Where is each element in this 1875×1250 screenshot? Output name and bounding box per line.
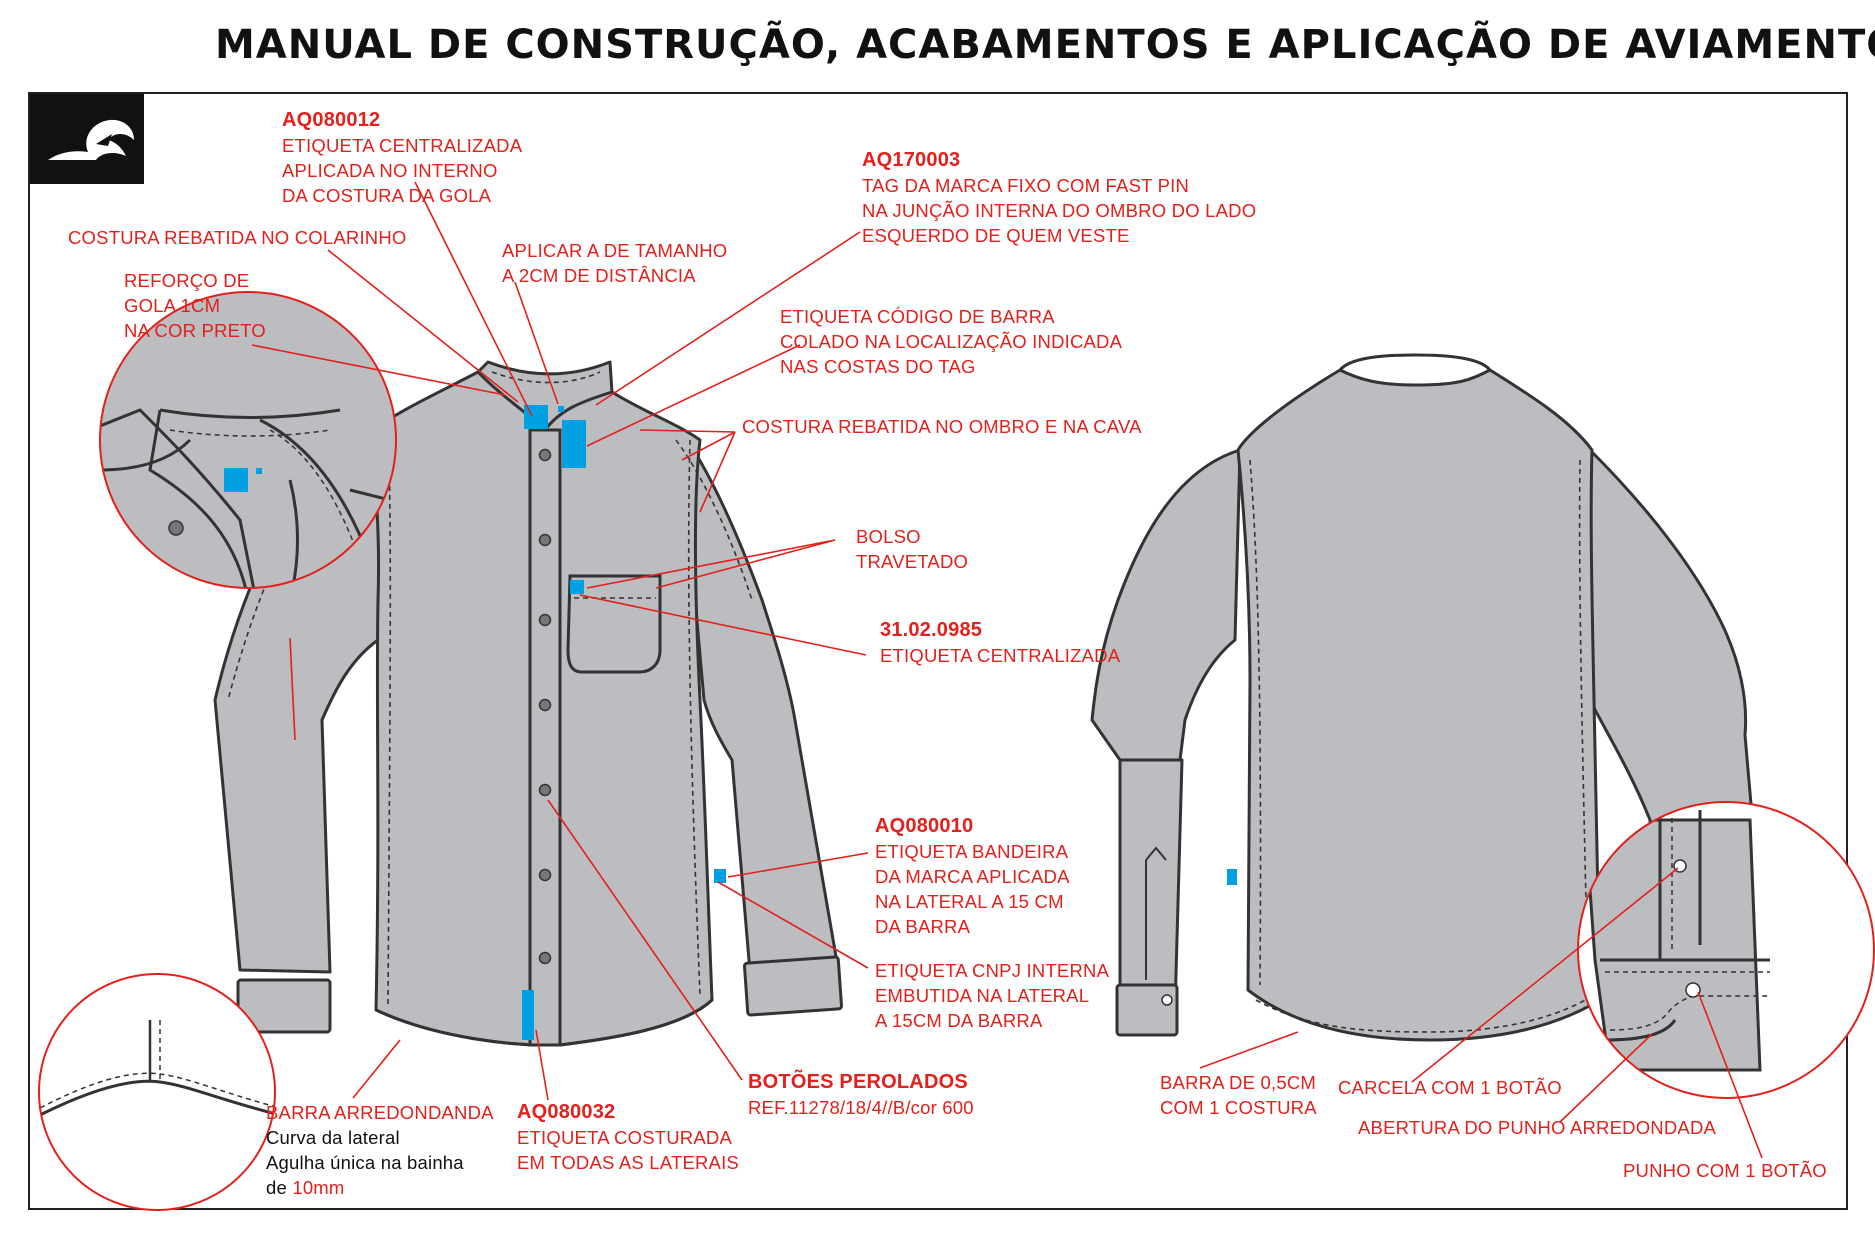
costura-colarinho-annotation: COSTURA REBATIDA NO COLARINHO — [68, 227, 407, 248]
quiksilver-wave-logo-icon — [30, 94, 144, 184]
cnpj-annotation: ETIQUETA CNPJ INTERNA EMBUTIDA NA LATERA… — [875, 958, 1109, 1033]
back-left-sleeve — [1090, 448, 1242, 762]
front-right-sleeve — [678, 428, 840, 974]
barra-arredondada-line-3-value: 10mm — [292, 1177, 345, 1198]
back-left-cuff — [1115, 983, 1179, 1037]
barra-arredondada-annotation: BARRA ARREDONDANDA Curva da lateral Agul… — [266, 1100, 494, 1200]
costura-ombro-annotation: COSTURA REBATIDA NO OMBRO E NA CAVA — [742, 416, 1142, 437]
codigo-barra-line-1: ETIQUETA CÓDIGO DE BARRA — [780, 306, 1055, 327]
c31020985-line-1: ETIQUETA CENTRALIZADA — [880, 645, 1121, 666]
cnpj-line-2: EMBUTIDA NA LATERAL — [875, 985, 1090, 1006]
aq170003-line-2: NA JUNÇÃO INTERNA DO OMBRO DO LADO — [862, 200, 1257, 221]
aq080032-code: AQ080032 — [517, 1101, 616, 1123]
barra-costura-line-2: COM 1 COSTURA — [1160, 1097, 1317, 1118]
aq080032-line-2: EM TODAS AS LATERAIS — [517, 1152, 739, 1173]
label-markers — [522, 405, 1237, 1040]
reforco-gola-annotation: REFORÇO DE GOLA 1CM NA COR PRETO — [124, 268, 266, 343]
bolso-annotation: BOLSO TRAVETADO — [856, 524, 968, 574]
aq170003-code: AQ170003 — [862, 149, 961, 171]
aq080032-annotation: AQ080032 ETIQUETA COSTURADA EM TODAS AS … — [517, 1100, 739, 1175]
aq080010-line-4: DA BARRA — [875, 916, 971, 937]
aplicar-tamanho-annotation: APLICAR A DE TAMANHO A 2CM DE DISTÂNCIA — [502, 238, 727, 288]
c31020985-code: 31.02.0985 — [880, 619, 983, 641]
collar-detail-circle — [99, 291, 397, 589]
aq080010-line-3: NA LATERAL A 15 CM — [875, 891, 1064, 912]
barra-arredondada-line-1: Curva da lateral — [266, 1127, 400, 1148]
aq080010-annotation: AQ080010 ETIQUETA BANDEIRA DA MARCA APLI… — [875, 814, 1070, 939]
front-collar — [476, 360, 614, 432]
aq080010-code: AQ080010 — [875, 815, 974, 837]
front-right-cuff — [743, 955, 843, 1017]
bolso-line-2: TRAVETADO — [856, 551, 969, 572]
barra-arredondada-line-3-prefix: de — [266, 1177, 293, 1198]
aq170003-line-1: TAG DA MARCA FIXO COM FAST PIN — [862, 175, 1190, 196]
aplicar-tamanho-line-2: A 2CM DE DISTÂNCIA — [502, 265, 696, 286]
botoes-line-1: REF.11278/18/4//B/cor 600 — [748, 1097, 974, 1118]
abertura-punho-annotation: ABERTURA DO PUNHO ARREDONDADA — [1358, 1117, 1717, 1138]
punho-annotation: PUNHO COM 1 BOTÃO — [1623, 1160, 1827, 1181]
back-body — [1236, 368, 1602, 1042]
bolso-line-1: BOLSO — [856, 526, 921, 547]
page-title: MANUAL DE CONSTRUÇÃO, ACABAMENTOS E APLI… — [215, 22, 1875, 68]
back-left-lower-sleeve — [1118, 758, 1184, 1012]
cnpj-line-3: A 15CM DA BARRA — [875, 1010, 1043, 1031]
aq080012-line-2: APLICADA NO INTERNO — [282, 160, 498, 181]
aq170003-line-3: ESQUERDO DE QUEM VESTE — [862, 225, 1130, 246]
codigo-barra-line-2: COLADO NA LOCALIZAÇÃO INDICADA — [780, 331, 1123, 352]
drawing-frame — [28, 92, 1848, 1210]
carcela-annotation: CARCELA COM 1 BOTÃO — [1338, 1077, 1562, 1098]
leader-lines — [251, 181, 1763, 1159]
aq080012-annotation: AQ080012 ETIQUETA CENTRALIZADA APLICADA … — [282, 108, 522, 208]
aq080012-code: AQ080012 — [282, 109, 381, 131]
front-pocket — [566, 574, 662, 674]
back-yoke — [1338, 353, 1492, 372]
barra-arredondada-line-2: Agulha única na bainha — [266, 1152, 464, 1173]
cuff-detail-circle — [1577, 801, 1875, 1099]
botoes-annotation: BOTÕES PEROLADOS REF.11278/18/4//B/cor 6… — [748, 1070, 974, 1120]
c31020985-annotation: 31.02.0985 ETIQUETA CENTRALIZADA — [880, 618, 1120, 668]
cnpj-line-1: ETIQUETA CNPJ INTERNA — [875, 960, 1110, 981]
hem-detail-circle — [38, 973, 276, 1211]
botoes-code: BOTÕES PEROLADOS — [748, 1071, 968, 1093]
codigo-barra-line-3: NAS COSTAS DO TAG — [780, 356, 976, 377]
aq080032-line-1: ETIQUETA COSTURADA — [517, 1127, 733, 1148]
barra-arredondada-title: BARRA ARREDONDANDA — [266, 1102, 494, 1123]
front-buttons — [538, 448, 552, 965]
aq080010-line-2: DA MARCA APLICADA — [875, 866, 1070, 887]
aplicar-tamanho-line-1: APLICAR A DE TAMANHO — [502, 240, 728, 261]
codigo-barra-annotation: ETIQUETA CÓDIGO DE BARRA COLADO NA LOCAL… — [780, 304, 1122, 379]
aq170003-annotation: AQ170003 TAG DA MARCA FIXO COM FAST PIN … — [862, 148, 1256, 248]
front-placket — [528, 428, 562, 1047]
aq080012-line-1: ETIQUETA CENTRALIZADA — [282, 135, 523, 156]
aq080010-line-1: ETIQUETA BANDEIRA — [875, 841, 1069, 862]
aq080012-line-3: DA COSTURA DA GOLA — [282, 185, 492, 206]
reforco-gola-line-2: GOLA 1CM — [124, 295, 221, 316]
barra-costura-line-1: BARRA DE 0,5CM — [1160, 1072, 1316, 1093]
reforco-gola-line-1: REFORÇO DE — [124, 270, 250, 291]
reforco-gola-line-3: NA COR PRETO — [124, 320, 266, 341]
barra-costura-annotation: BARRA DE 0,5CM COM 1 COSTURA — [1160, 1070, 1317, 1120]
